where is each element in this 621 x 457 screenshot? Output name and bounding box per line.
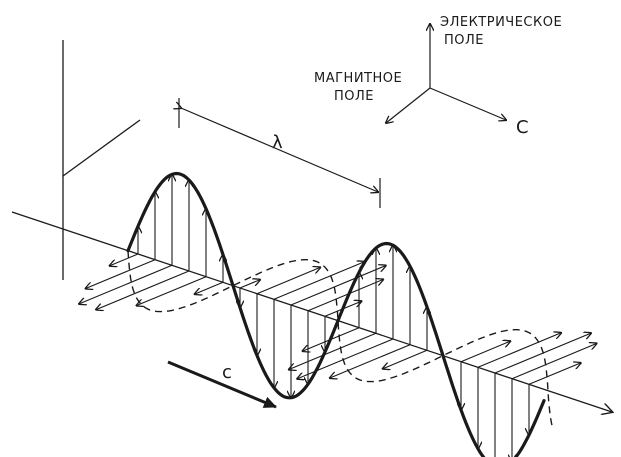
magnetic-vector <box>240 280 260 288</box>
magnetic-vector <box>137 277 206 306</box>
electric-field-vectors <box>138 174 529 457</box>
propagation-direction-label: c <box>222 362 232 383</box>
magnetic-vector <box>529 363 581 384</box>
magnetic-vector <box>195 282 223 294</box>
magnetic-vector <box>330 345 410 378</box>
wavelength-marker <box>179 98 380 208</box>
magnetic-vector <box>257 267 320 293</box>
magnetic-field-label-line2: ПОЛЕ <box>334 89 374 104</box>
magnetic-vector <box>291 266 386 305</box>
electric-field-label-line1: ЭЛЕКТРИЧЕСКОЕ <box>440 15 562 30</box>
magnetic-direction-arrow <box>386 88 430 123</box>
magnetic-vector <box>110 254 138 266</box>
magnetic-vector <box>478 333 561 368</box>
magnetic-vector <box>79 265 172 304</box>
magnetic-vector <box>86 260 155 289</box>
propagation-axis <box>12 212 612 412</box>
electric-field-label-line2: ПОЛЕ <box>444 33 484 48</box>
magnetic-field-envelope <box>128 251 553 429</box>
propagation-legend-label: C <box>516 117 529 138</box>
propagation-direction-legend-arrow <box>430 88 506 120</box>
magnetic-field-label-line1: МАГНИТНОЕ <box>314 71 402 86</box>
electric-field-wave <box>128 174 544 457</box>
horizontal-axis <box>63 120 140 176</box>
wavelength-symbol: λ <box>272 132 283 153</box>
wave-axes <box>12 40 612 412</box>
magnetic-vector <box>297 339 393 379</box>
magnetic-vector <box>96 271 189 310</box>
